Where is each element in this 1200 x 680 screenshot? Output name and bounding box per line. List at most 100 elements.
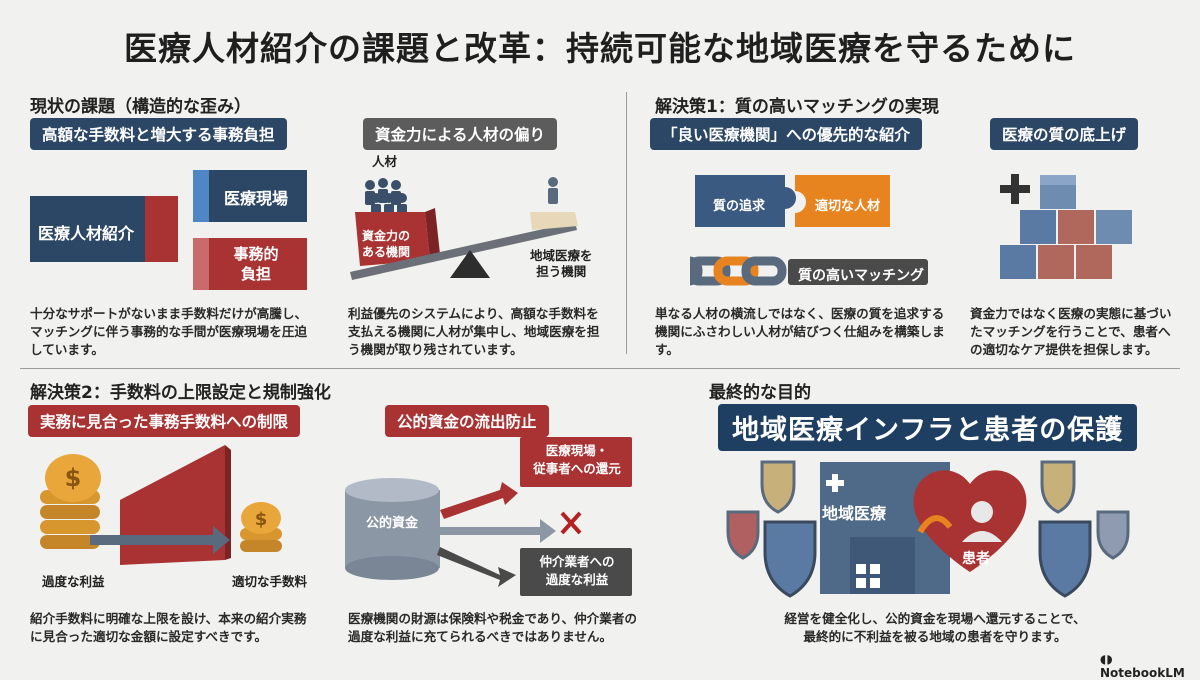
logo-icon: ◖◗ xyxy=(1100,652,1113,666)
priority-referral-banner: 「良い医療機関」への優先的な紹介 xyxy=(650,118,923,150)
outflow-prevention-text: 医療機関の財源は保険料や税金であり、仲介業者の 過度な利益に充てられるべきではあ… xyxy=(348,610,648,646)
excess-profit-label: 過度な利益 xyxy=(42,574,105,589)
notebooklm-logo: ◖◗ NotebookLM xyxy=(1100,652,1200,680)
patient-icon xyxy=(962,501,1002,542)
text-line: 支払える機関に人材が集中し、地域医療を担 xyxy=(348,324,600,339)
return-label-1: 医療現場・ xyxy=(545,443,609,458)
cube-stack-illustration xyxy=(1000,174,1132,279)
shield-icon-right-mid xyxy=(1096,510,1130,560)
text-line: す。 xyxy=(655,342,679,357)
fund-flow-illustration xyxy=(345,437,632,596)
staffing-box-accent xyxy=(145,196,178,262)
return-box-label: 医療現場・ 従事者への還元 xyxy=(522,442,632,478)
final-goal-banner: 地域医療インフラと患者の保護 xyxy=(718,404,1138,451)
svg-text:$: $ xyxy=(65,464,82,492)
text-line: 単なる人材の横流しではなく、医療の質を追求する xyxy=(655,306,945,321)
high-fee-banner: 高額な手数料と増大する事務負担 xyxy=(30,118,287,150)
text-line: 利益優先のシステムにより、高額な手数料を xyxy=(348,306,599,321)
medical-site-box: 医療現場 xyxy=(193,170,307,222)
shield-icon-left-mid xyxy=(726,510,760,560)
funding-bias-banner: 資金力による人材の偏り xyxy=(363,118,558,150)
text-line: 過度な利益に充てられるべきではありません。 xyxy=(348,629,613,644)
connection-link xyxy=(917,515,953,534)
medical-site-accent xyxy=(193,170,209,222)
broker-label-2: 過度な利益 xyxy=(545,572,609,587)
text-line: 資金力ではなく医療の実態に基づい xyxy=(970,306,1172,321)
small-coin-stack-icon: $ xyxy=(240,502,282,552)
solution1-heading: 解決策1：質の高いマッチングの実現 xyxy=(655,97,939,117)
chain-icon xyxy=(690,256,787,286)
shield-icon-right-top xyxy=(1040,460,1076,514)
quality-improvement-text: 資金力ではなく医療の実態に基づい たマッチングを行うことで、患者へ の適切なケア… xyxy=(970,305,1185,359)
puzzle-quality-label: 質の追求 xyxy=(713,199,766,214)
return-arrow xyxy=(440,482,518,519)
cap-wall xyxy=(120,445,225,565)
text-line: の適切なケア提供を担保します。 xyxy=(970,342,1158,357)
solution2-heading: 解決策2：手数料の上限設定と規制強化 xyxy=(30,383,331,403)
svg-text:$: $ xyxy=(255,509,268,530)
cube-stack xyxy=(1000,175,1132,279)
seesaw-illustration xyxy=(350,177,578,280)
broker-box xyxy=(520,548,632,596)
return-box xyxy=(520,437,632,487)
local-label-1: 地域医療を xyxy=(530,248,593,263)
text-line: 十分なサポートがないまま手数料だけが高騰し、 xyxy=(30,306,308,321)
public-fund-label: 公的資金 xyxy=(366,516,419,531)
community-medicine-label: 地域医療 xyxy=(822,504,887,523)
medical-staffing-label: 医療人材紹介 xyxy=(38,224,135,243)
return-label-2: 従事者への還元 xyxy=(533,461,621,476)
high-fee-text: 十分なサポートがないまま手数料だけが高騰し、 マッチングに伴う事務的な手間が医療… xyxy=(30,305,330,359)
hospital-building xyxy=(820,462,950,594)
text-line: 経営を健全化し、公的資金を現場へ還元することで、 xyxy=(784,611,1086,626)
chain-label-bg xyxy=(788,259,928,285)
text-line: しています。 xyxy=(30,342,104,357)
logo-text: NotebookLM xyxy=(1100,666,1185,680)
rich-label-1: 資金力の xyxy=(362,229,411,243)
local-institution-block xyxy=(530,212,578,230)
puzzle-chain-illustration xyxy=(690,175,928,286)
text-line: う機関が取り残されています。 xyxy=(348,342,523,357)
single-person-icon xyxy=(548,177,558,204)
admin-burden-box: 事務的 負担 xyxy=(193,238,307,290)
fee-cap-banner: 実務に見合った事務手数料への制限 xyxy=(28,405,301,437)
current-issues-heading: 現状の課題（構造的な歪み） xyxy=(30,97,251,117)
public-fund-cylinder xyxy=(345,478,440,580)
people-label: 人材 xyxy=(372,154,398,169)
text-line: 紹介手数料に明確な上限を設け、本来の紹介実務 xyxy=(30,611,307,626)
page-title: 医療人材紹介の課題と改革：持続可能な地域医療を守るために xyxy=(124,29,1076,68)
text-line: に見合った適切な金額に設定すべきです。 xyxy=(30,629,268,644)
divider-vertical xyxy=(626,92,627,354)
fee-cap-text: 紹介手数料に明確な上限を設け、本来の紹介実務 に見合った適切な金額に設定すべきで… xyxy=(30,610,330,646)
seesaw-fulcrum xyxy=(450,250,490,278)
medical-site-label: 医療現場 xyxy=(223,189,288,208)
heart-icon xyxy=(913,470,1027,572)
admin-burden-label-1: 事務的 xyxy=(233,245,279,263)
blocked-arrow xyxy=(440,519,556,543)
fee-cap-illustration: $ $ xyxy=(40,445,282,565)
patient-label: 患者 xyxy=(962,551,990,567)
local-institution-label: 地域医療を 担う機関 xyxy=(530,248,593,280)
text-line: 機関にふさわしい人材が結びつく仕組みを構築しま xyxy=(655,324,945,339)
shield-icon-left-top xyxy=(760,460,796,514)
puzzle-piece-personnel xyxy=(795,175,890,227)
rich-institution-block xyxy=(355,212,430,266)
local-label-2: 担う機関 xyxy=(536,264,587,279)
chain-label: 質の高いマッチング xyxy=(798,268,924,284)
shield-icon-left-big xyxy=(763,520,817,598)
seesaw-beam xyxy=(350,222,577,280)
plus-icon xyxy=(1000,174,1030,204)
final-goal-heading: 最終的な目的 xyxy=(709,383,811,403)
priority-referral-text: 単なる人材の横流しではなく、医療の質を追求する 機関にふさわしい人材が結びつく仕… xyxy=(655,305,955,359)
quality-improvement-banner: 医療の質の底上げ xyxy=(990,118,1139,150)
broker-label-1: 仲介業者への xyxy=(539,554,615,569)
blocked-x-icon xyxy=(560,511,582,535)
text-line: マッチングに伴う事務的な手間が医療現場を圧迫 xyxy=(30,324,308,339)
admin-burden-label-2: 負担 xyxy=(240,265,271,283)
funding-bias-text: 利益優先のシステムにより、高額な手数料を 支払える機関に人材が集中し、地域医療を… xyxy=(348,305,623,359)
text-line: 最終的に不利益を被る地域の患者を守ります。 xyxy=(803,629,1067,644)
cap-arrow xyxy=(90,526,230,554)
text-line: 医療機関の財源は保険料や税金であり、仲介業者の xyxy=(348,611,638,626)
rich-institution-label: 資金力の ある機関 xyxy=(362,228,410,260)
text-line: たマッチングを行うことで、患者へ xyxy=(970,324,1171,339)
broker-arrow xyxy=(437,547,516,587)
